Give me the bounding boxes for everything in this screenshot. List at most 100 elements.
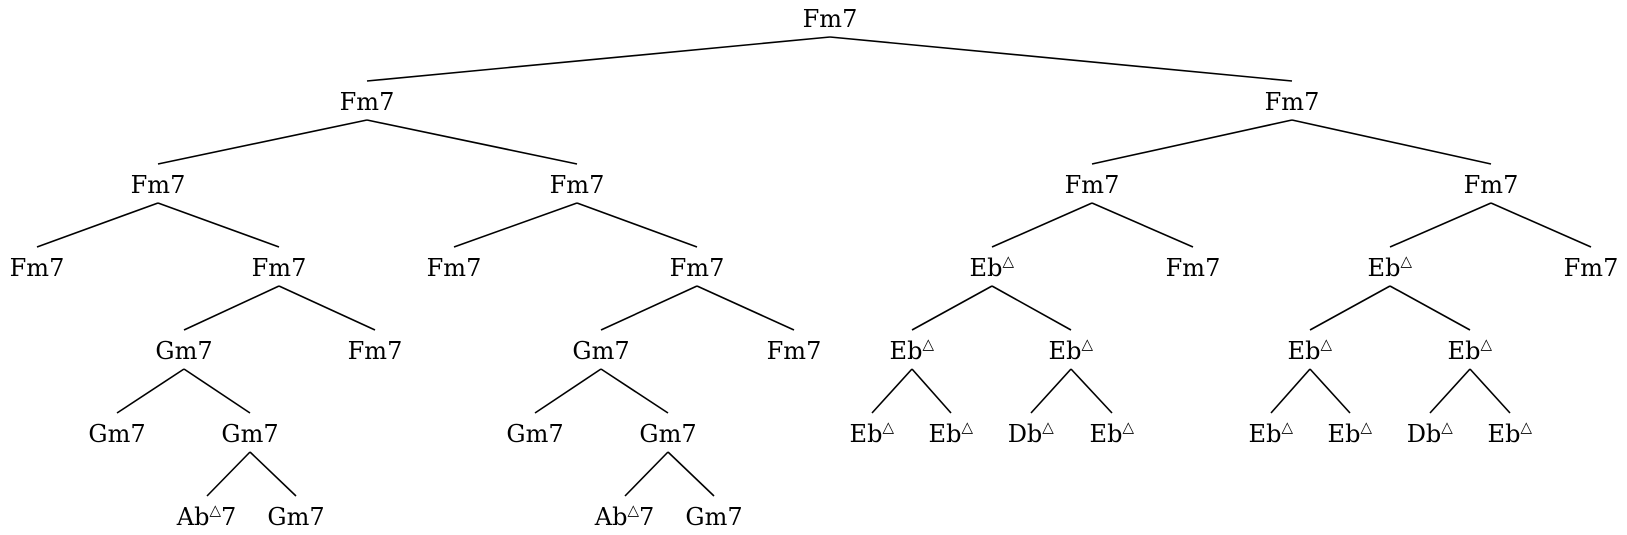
- chord-text: Eb: [970, 254, 1003, 282]
- tree-edge: [453, 202, 578, 248]
- tree-edge: [183, 368, 251, 414]
- tree-node-label: Eb△: [890, 335, 935, 365]
- tree-node-label: Eb△: [1288, 335, 1333, 365]
- tree-edge: [1070, 368, 1113, 414]
- tree-edges: [36, 36, 1592, 497]
- triangle-superscript: △: [209, 501, 221, 519]
- chord-text: Eb: [1049, 337, 1082, 365]
- tree-node-label: Fm7: [348, 337, 403, 365]
- tree-node-label: Gm7: [155, 337, 212, 365]
- chord-text: Fm7: [1065, 171, 1120, 199]
- chord-text: Fm7: [131, 171, 186, 199]
- tree-edge: [600, 368, 669, 414]
- tree-edge: [249, 451, 297, 497]
- tree-edge: [1309, 285, 1391, 331]
- tree-node-label: Gm7: [639, 420, 696, 448]
- tree-edge: [1309, 368, 1351, 414]
- tree-node-label: Fm7: [767, 337, 822, 365]
- chord-text: Fm7: [803, 5, 858, 33]
- chord-text: Gm7: [267, 503, 324, 531]
- tree-edge: [829, 36, 1293, 82]
- tree-node-label: Gm7: [267, 503, 324, 531]
- chord-text: Eb: [1288, 337, 1321, 365]
- chord-text: Fm7: [1265, 88, 1320, 116]
- tree-edge: [911, 285, 993, 331]
- tree-edge: [1091, 119, 1293, 165]
- tree-node-label: Eb△: [1488, 418, 1533, 448]
- tree-node-label: Gm7: [221, 420, 278, 448]
- triangle-superscript: △: [1042, 418, 1054, 436]
- tree-edge: [157, 202, 280, 248]
- tree-node-label: Fm7: [1265, 88, 1320, 116]
- tree-node-label: Eb△: [970, 252, 1015, 282]
- tree-node-label: Eb△: [1328, 418, 1373, 448]
- tree-node-label: Eb△: [1448, 335, 1493, 365]
- chord-text: Eb: [1090, 420, 1123, 448]
- chord-text: Fm7: [767, 337, 822, 365]
- tree-node-label: Fm7: [131, 171, 186, 199]
- tree-edge: [1091, 202, 1194, 248]
- tree-node-label: Fm7: [1065, 171, 1120, 199]
- chord-text: Fm7: [1166, 254, 1221, 282]
- triangle-superscript: △: [961, 418, 973, 436]
- tree-edge: [911, 368, 952, 414]
- tree-edge: [871, 368, 913, 414]
- chord-text: Gm7: [685, 503, 742, 531]
- triangle-superscript: △: [922, 335, 934, 353]
- chord-text: Fm7: [1564, 254, 1619, 282]
- tree-node-label: Fm7: [427, 254, 482, 282]
- tree-edge: [991, 285, 1072, 331]
- triangle-superscript: △: [627, 501, 639, 519]
- tree-edge: [667, 451, 715, 497]
- chord-text: Eb: [1328, 420, 1361, 448]
- triangle-superscript: △: [1122, 418, 1134, 436]
- chord-text: Gm7: [221, 420, 278, 448]
- tree-node-label: Eb△: [1368, 252, 1413, 282]
- chord-text: Gm7: [572, 337, 629, 365]
- tree-edge: [1389, 202, 1492, 248]
- triangle-superscript: △: [1400, 252, 1412, 270]
- chord-text: Db: [1407, 420, 1442, 448]
- tree-edge: [1030, 368, 1072, 414]
- tree-node-label: Eb△: [850, 418, 895, 448]
- tree-node-label: Eb△: [929, 418, 974, 448]
- triangle-superscript: △: [1360, 418, 1372, 436]
- tree-edge: [1469, 368, 1511, 414]
- chord-text: Gm7: [155, 337, 212, 365]
- chord-text: Eb: [1368, 254, 1401, 282]
- chord-text: Ab: [594, 503, 628, 531]
- tree-node-label: Fm7: [670, 254, 725, 282]
- tree-edge: [1429, 368, 1471, 414]
- tree-node-label: Gm7: [685, 503, 742, 531]
- tree-node-label: Fm7: [10, 254, 65, 282]
- tree-node-label: Eb△: [1090, 418, 1135, 448]
- triangle-superscript: △: [1081, 335, 1093, 353]
- tree-edge: [36, 202, 159, 248]
- tree-node-label: Db△: [1407, 418, 1454, 448]
- tree-edge: [116, 368, 185, 414]
- tree-edge: [1389, 285, 1471, 331]
- chord-text: Fm7: [10, 254, 65, 282]
- tree-edge: [366, 119, 578, 165]
- chord-text: 7: [221, 503, 236, 531]
- tree-edge: [1291, 119, 1492, 165]
- chord-text: Gm7: [88, 420, 145, 448]
- tree-edge: [696, 285, 795, 331]
- triangle-superscript: △: [1480, 335, 1492, 353]
- tree-edge: [366, 36, 831, 82]
- tree-edge: [1490, 202, 1592, 248]
- tree-node-label: Fm7: [1166, 254, 1221, 282]
- tree-edge: [534, 368, 602, 414]
- triangle-superscript: △: [1002, 252, 1014, 270]
- chord-text: Gm7: [639, 420, 696, 448]
- chord-text: Eb: [929, 420, 962, 448]
- tree-node-label: Eb△: [1249, 418, 1294, 448]
- tree-edge: [278, 285, 376, 331]
- tree-node-label: Fm7: [803, 5, 858, 33]
- tree-edge: [624, 451, 669, 497]
- tree-node-label: Fm7: [340, 88, 395, 116]
- tree-edge: [1270, 368, 1311, 414]
- tree-node-label: Fm7: [252, 254, 307, 282]
